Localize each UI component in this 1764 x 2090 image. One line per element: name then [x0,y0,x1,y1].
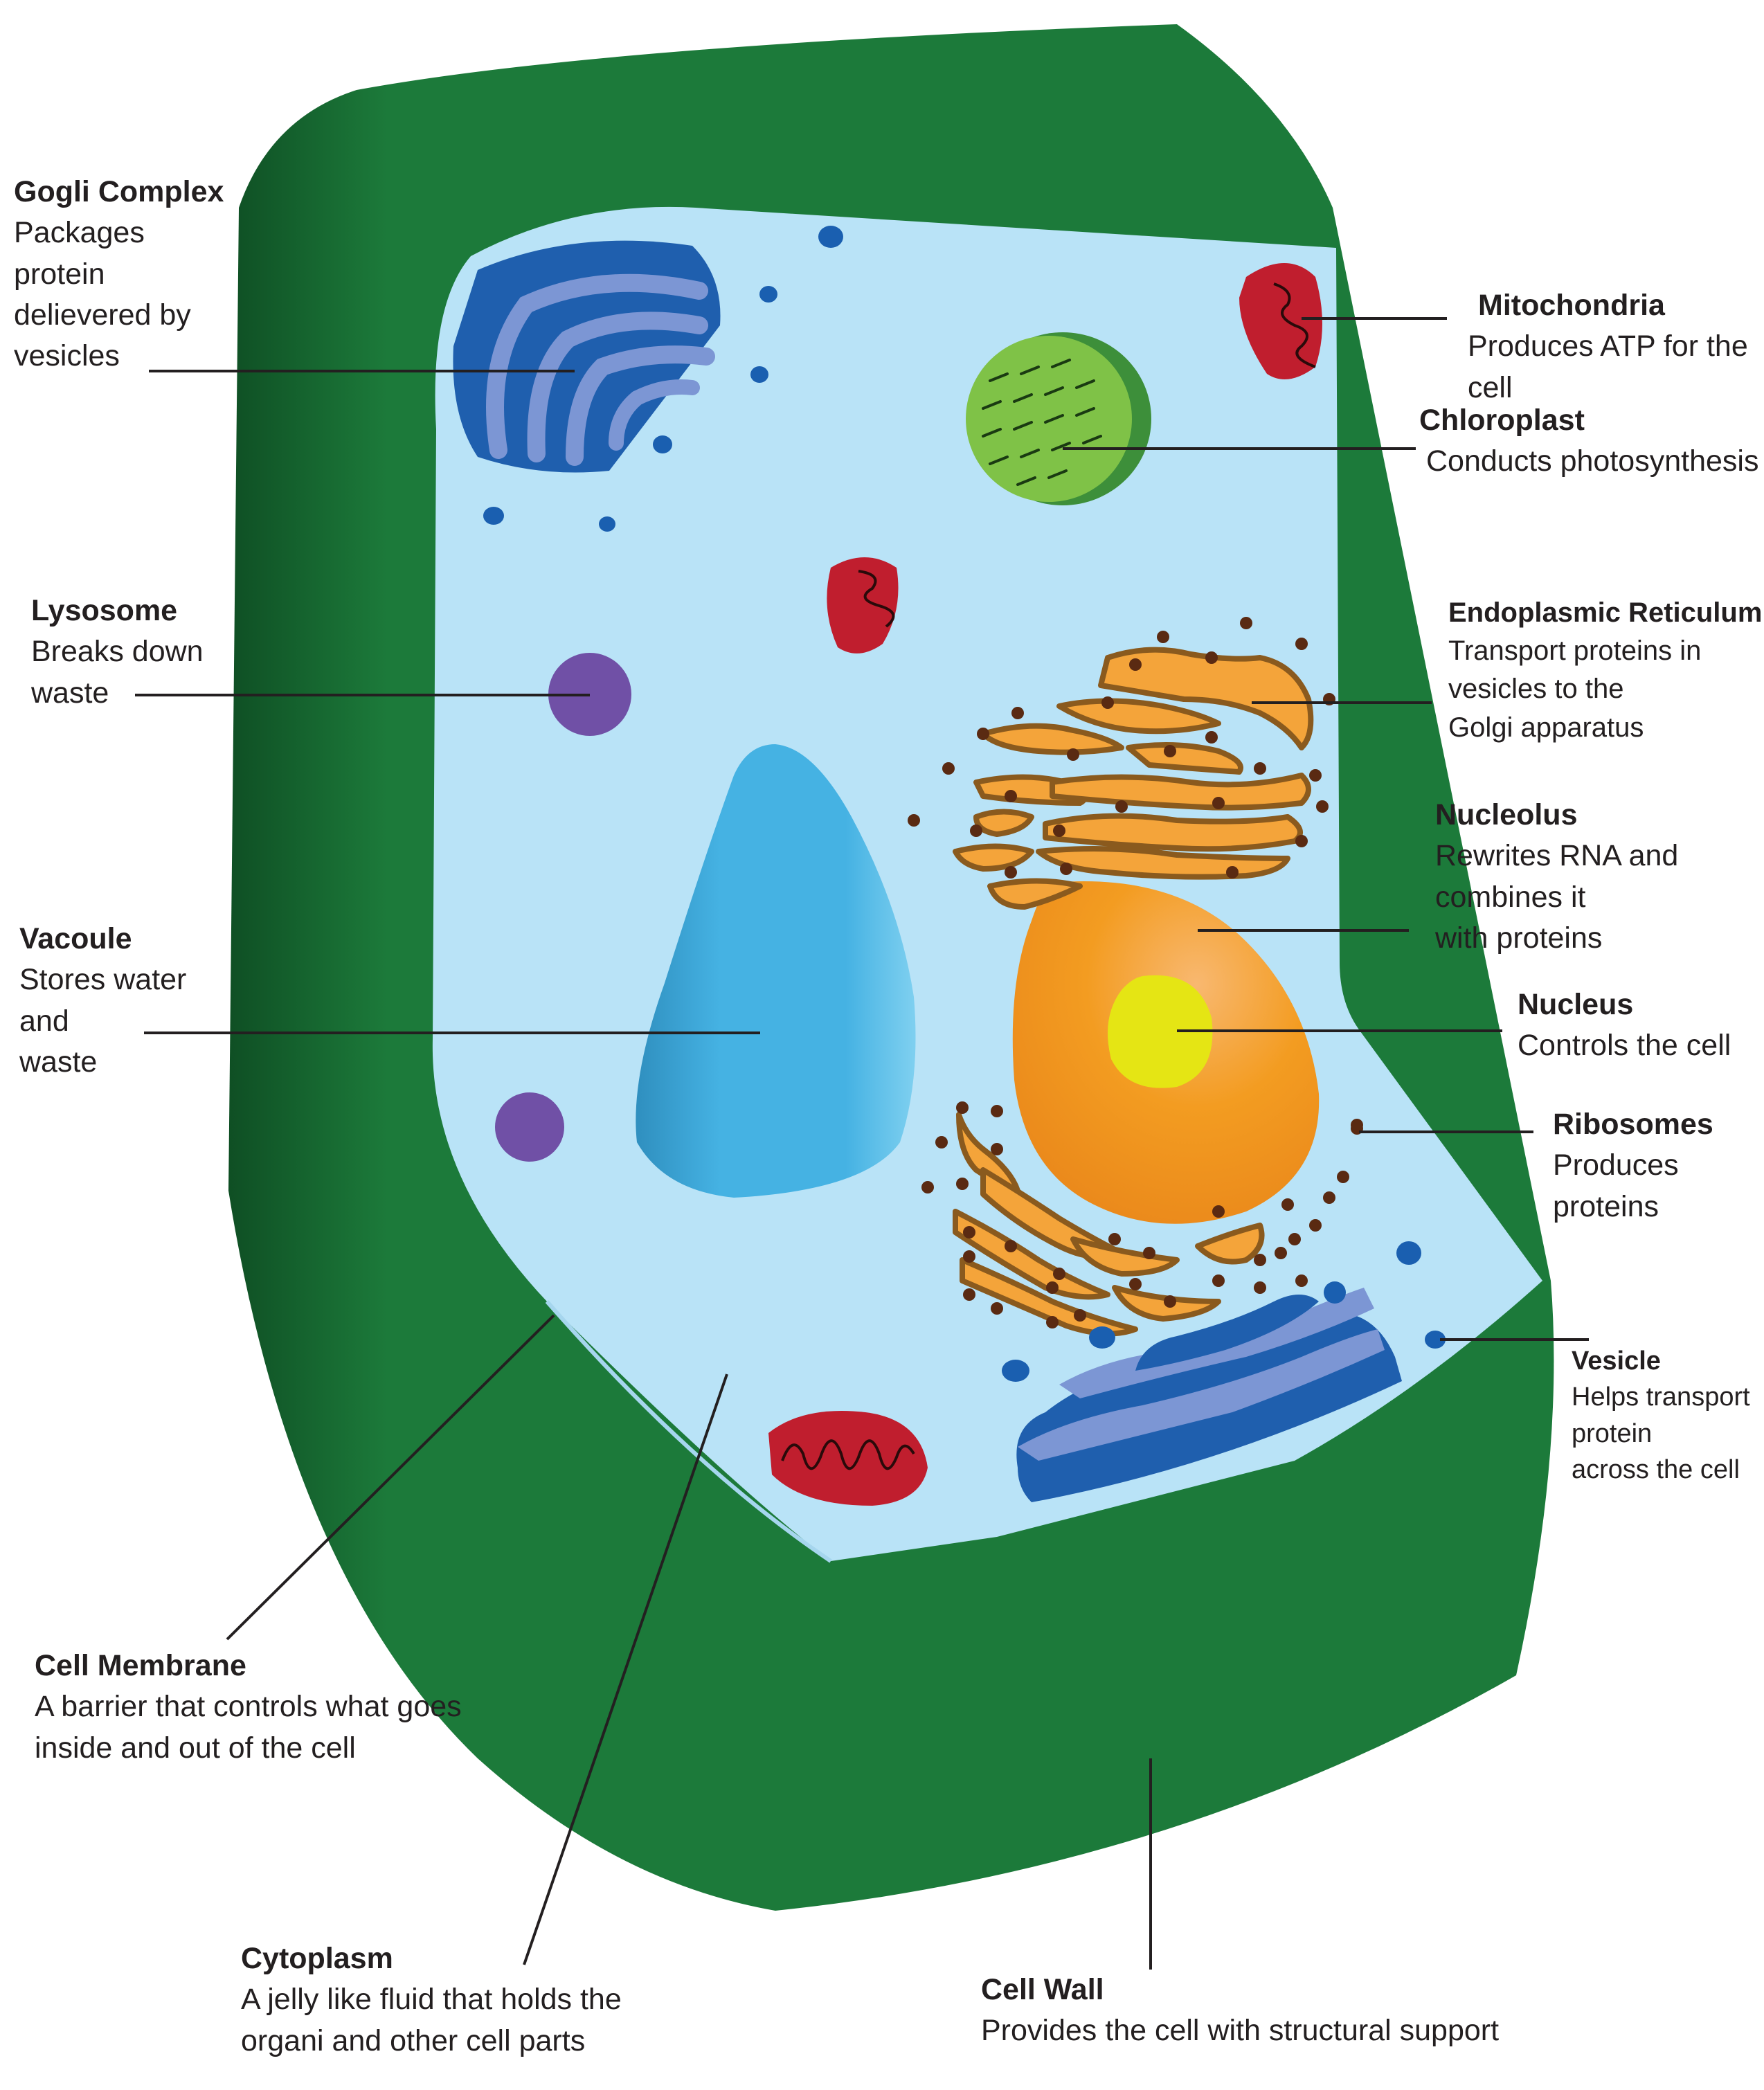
label-cell-membrane: Cell Membrane A barrier that controls wh… [35,1646,462,1769]
label-cytoplasm-desc: A jelly like fluid that holds the organi… [241,1983,622,2057]
label-chloroplast: Chloroplast Conducts photosynthesis [1419,400,1758,483]
endoplasmic-reticulum-top [953,647,1314,910]
chloroplast [966,332,1151,505]
cytoplasm [432,206,1542,1561]
label-chloroplast-title: Chloroplast [1419,404,1585,437]
label-mitochondria: Mitochondria Produces ATP for the cell [1468,285,1764,408]
golgi-top [453,240,721,473]
label-vacuole: Vacoule Stores water and waste [19,919,186,1083]
label-cell-wall-title: Cell Wall [981,1973,1104,2006]
label-golgi: Gogli Complex Packages protein delievere… [14,172,224,377]
label-er-title: Endoplasmic Reticulum [1448,597,1763,628]
label-cell-wall-desc: Provides the cell with structural suppor… [981,2014,1500,2048]
label-nucleus: Nucleus Controls the cell [1518,984,1731,1067]
label-chloroplast-desc: Conducts photosynthesis [1426,444,1759,478]
label-nucleolus-desc: Rewrites RNA and combines it with protei… [1435,839,1679,955]
label-mitochondria-desc: Produces ATP for the cell [1468,330,1748,404]
label-cell-membrane-title: Cell Membrane [35,1649,246,1682]
endoplasmic-reticulum-bottom [953,1112,1265,1337]
label-vacuole-title: Vacoule [19,922,132,955]
label-golgi-desc: Packages protein delievered by vesicles [14,216,191,373]
label-cytoplasm-title: Cytoplasm [241,1942,393,1975]
nucleolus [1108,975,1213,1088]
label-lysosome-title: Lysosome [31,594,178,627]
leader-lines [135,317,1589,1970]
label-golgi-title: Gogli Complex [14,175,224,208]
mitochondrion-bottom [768,1411,928,1506]
label-nucleus-desc: Controls the cell [1518,1029,1731,1063]
label-nucleolus: Nucleolus Rewrites RNA and combines it w… [1435,795,1678,959]
label-vesicle-desc: Helps transport protein across the cell [1572,1382,1750,1485]
label-vacuole-desc: Stores water and waste [19,963,187,1079]
label-nucleus-title: Nucleus [1518,988,1634,1021]
lysosome-lower [495,1092,564,1162]
golgi-bottom [1016,1288,1402,1502]
label-vesicle-title: Vesicle [1572,1346,1661,1376]
label-ribosomes-title: Ribosomes [1553,1108,1713,1141]
mitochondrion-middle [827,557,899,654]
label-cytoplasm: Cytoplasm A jelly like fluid that holds … [241,1938,622,2062]
nucleus [1012,881,1320,1224]
label-ribosomes-desc: Produces proteins [1553,1148,1679,1223]
mitochondrion-top [1239,263,1322,379]
vacuole [636,744,916,1198]
label-lysosome-desc: Breaks down waste [31,635,204,710]
cell-membrane [545,1300,832,1563]
label-cell-membrane-desc: A barrier that controls what goes inside… [35,1690,462,1765]
label-vesicle: Vesicle Helps transport protein across t… [1572,1343,1750,1488]
label-er: Endoplasmic Reticulum Transport proteins… [1448,594,1762,747]
vesicles [483,226,1446,1382]
label-ribosomes: Ribosomes Produces proteins [1553,1104,1713,1227]
ribosomes [908,617,1363,1328]
label-cell-wall: Cell Wall Provides the cell with structu… [981,1970,1499,2052]
label-er-desc: Transport proteins in vesicles to the Go… [1448,636,1702,743]
label-lysosome: Lysosome Breaks down waste [31,591,204,714]
label-nucleolus-title: Nucleolus [1435,798,1578,831]
label-mitochondria-title: Mitochondria [1478,289,1665,322]
